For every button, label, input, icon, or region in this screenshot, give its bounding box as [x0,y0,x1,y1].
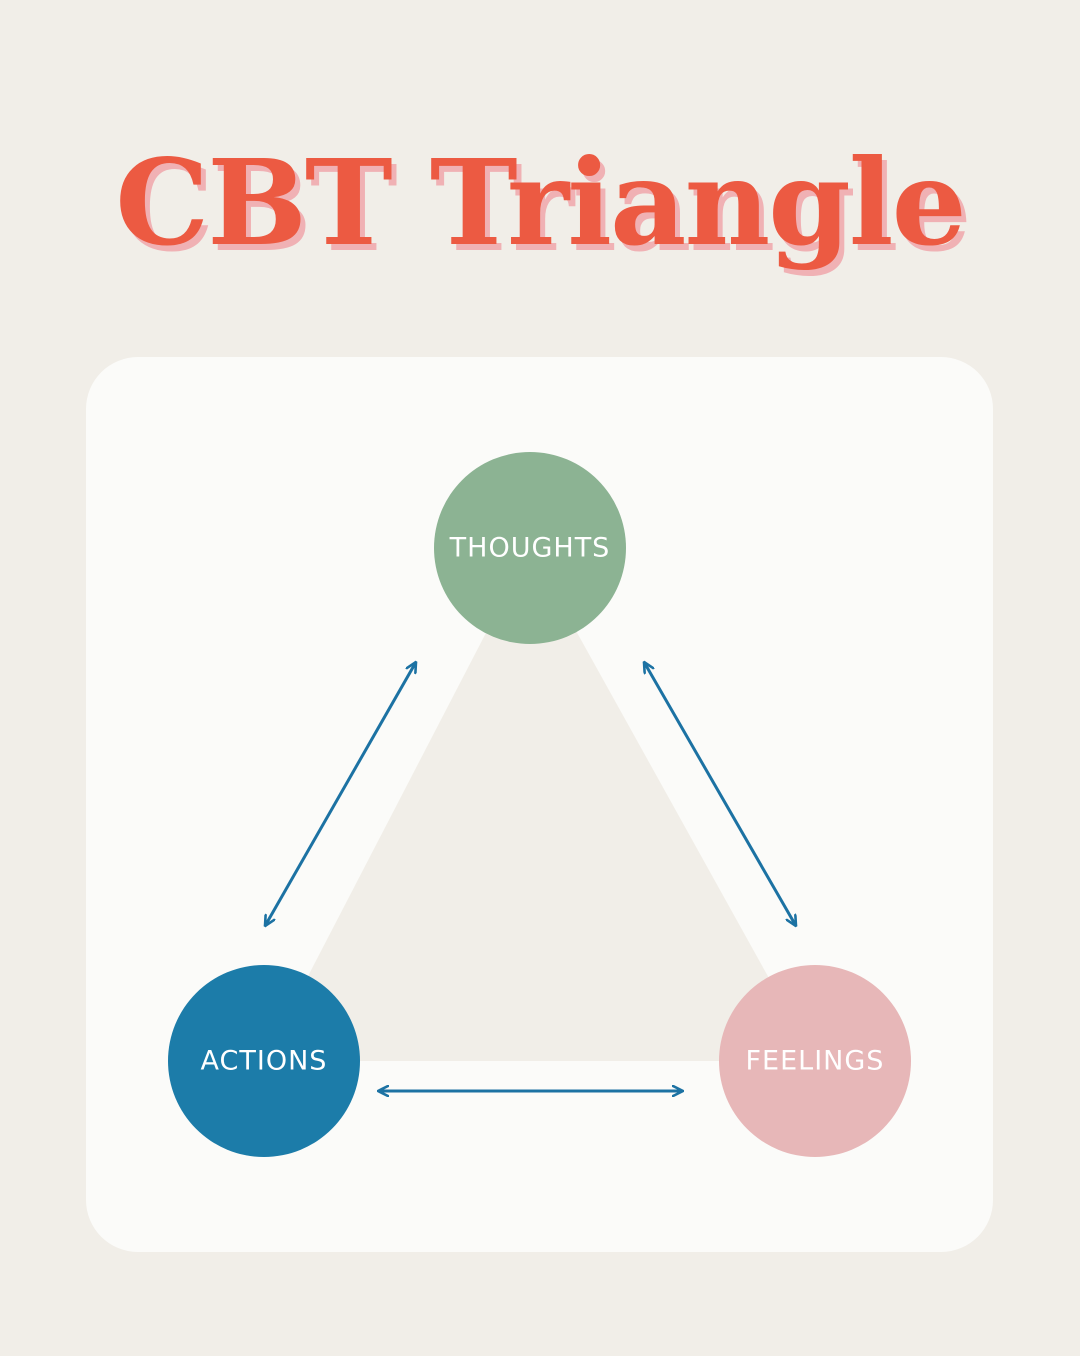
feelings-label: FEELINGS [746,1046,885,1077]
node-thoughts: THOUGHTS [434,452,626,644]
thoughts-label: THOUGHTS [449,533,611,564]
thoughts-circle [434,452,626,644]
node-actions: ACTIONS [168,965,360,1157]
triangle-background [264,548,815,1061]
actions-circle [168,965,360,1157]
node-feelings: FEELINGS [719,965,911,1157]
page-title: CBT Triangle [115,133,966,272]
arrow-thoughts-feelings [644,662,796,926]
feelings-circle [719,965,911,1157]
arrow-thoughts-actions [263,662,418,926]
actions-label: ACTIONS [201,1046,328,1077]
